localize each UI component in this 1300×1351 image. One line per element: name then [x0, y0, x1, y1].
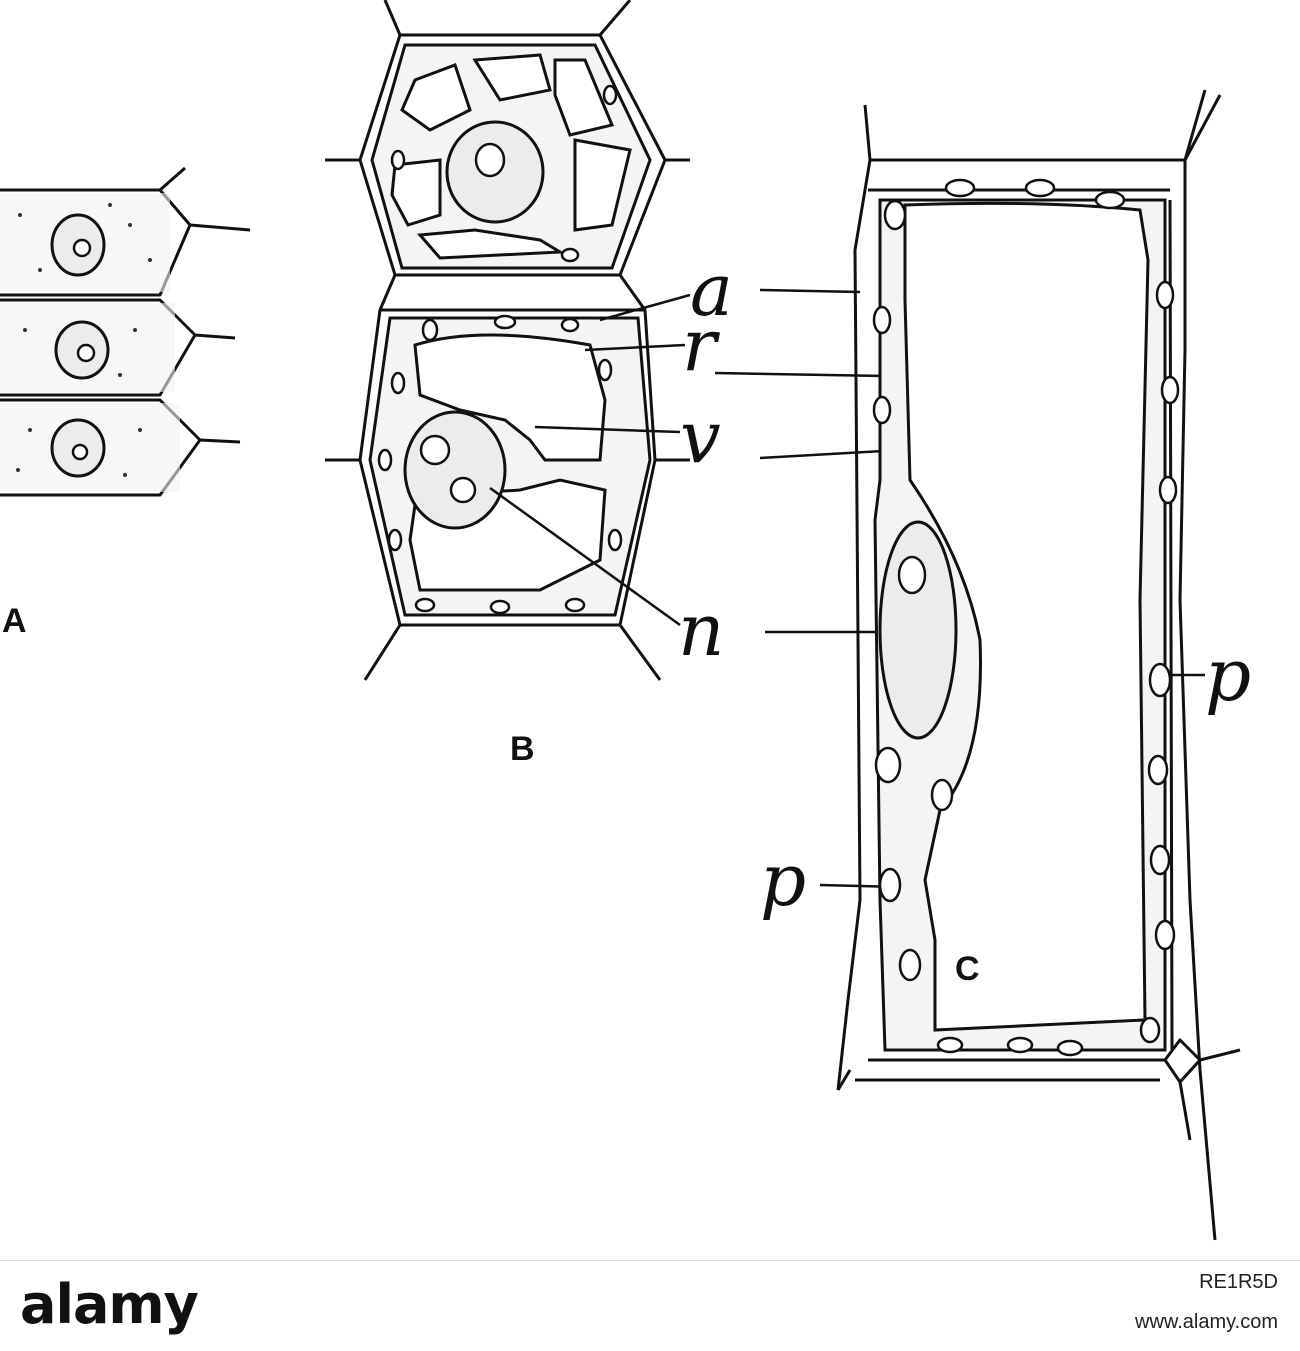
panel-b-caption: B	[510, 730, 535, 768]
panel-b-cells	[325, 0, 690, 681]
panel-a-caption: A	[2, 602, 27, 640]
label-p-plastid-left: p	[760, 838, 806, 922]
watermark-bar: alamy RE1R5D www.alamy.com	[0, 1260, 1300, 1351]
site-url[interactable]: www.alamy.com	[1135, 1311, 1278, 1333]
panel-c-cell	[836, 89, 1241, 1241]
panel-b-plastids	[377, 84, 623, 615]
cell-diagram: A	[0, 0, 1251, 1241]
label-n-nucleus: n	[678, 588, 724, 672]
label-v-vacuole: v	[680, 395, 721, 479]
panel-c-nucleus	[878, 520, 958, 740]
image-id: RE1R5D	[1199, 1271, 1278, 1293]
brand-logo: alamy	[20, 1273, 199, 1336]
panel-c-caption: C	[955, 950, 980, 988]
label-a-cell-wall: a	[690, 248, 733, 332]
label-p-plastid-right: p	[1205, 633, 1251, 717]
panel-c-plastids	[872, 178, 1180, 1057]
label-r-cytoplasm: r	[682, 303, 720, 387]
panel-a-cells	[0, 166, 251, 497]
